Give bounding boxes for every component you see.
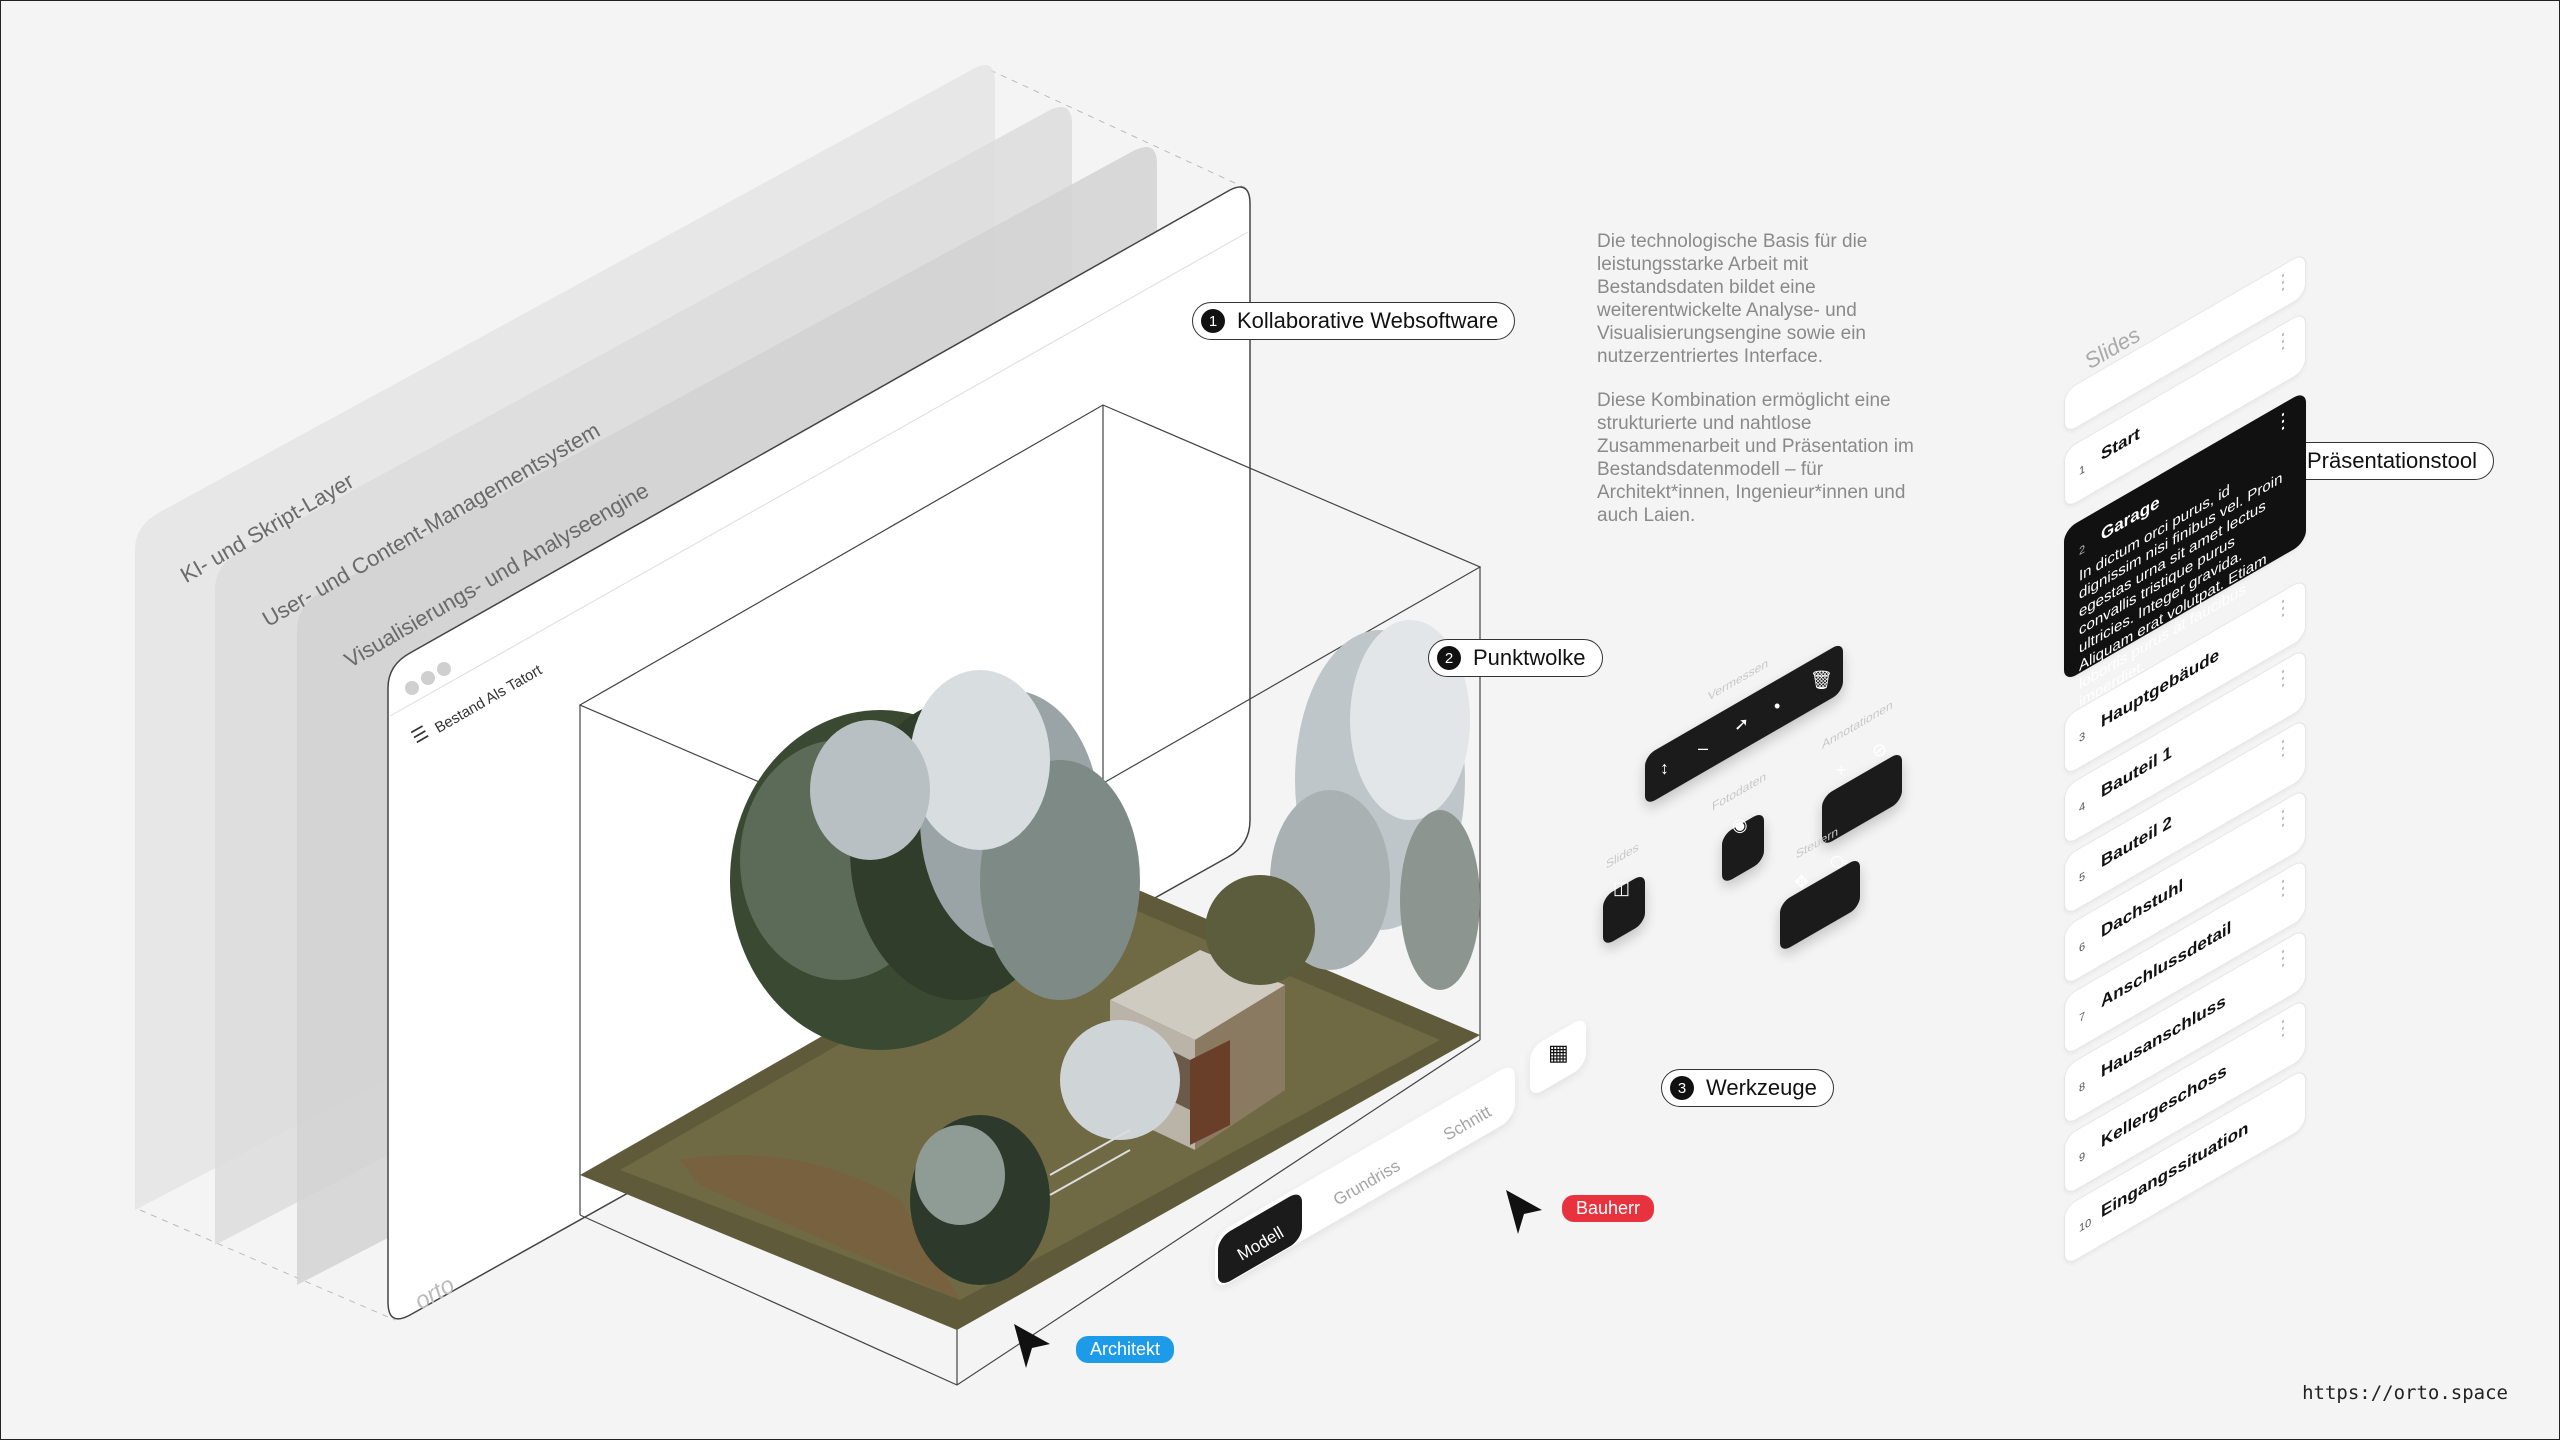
slide-menu-icon[interactable]: ⋮	[2273, 801, 2293, 836]
slide-menu-icon[interactable]: ⋮	[2273, 404, 2293, 439]
cursor-bauherr-icon	[1506, 1190, 1542, 1234]
footer-url[interactable]: https://orto.space	[2302, 1382, 2508, 1404]
callout-3: 3 Werkzeuge	[1661, 1069, 1834, 1107]
measure-line-icon[interactable]: –	[1698, 738, 1709, 758]
slide-menu-icon[interactable]: ⋮	[2273, 265, 2293, 300]
move-icon[interactable]: ✥	[1794, 872, 1810, 892]
hide-annotation-icon[interactable]: ⊘	[1872, 740, 1888, 760]
callout-2: 2 Punktwolke	[1428, 639, 1603, 677]
slide-menu-icon[interactable]: ⋮	[2273, 1011, 2293, 1046]
description-p1: Die technologische Basis für die leistun…	[1597, 231, 1868, 367]
measure-diagonal-icon[interactable]: ➚	[1734, 714, 1750, 734]
slides-icon[interactable]: ◫	[1613, 878, 1631, 898]
callout-1: 1 Kollaborative Websoftware	[1192, 302, 1516, 340]
slide-menu-icon[interactable]: ⋮	[2273, 941, 2293, 976]
slide-menu-icon[interactable]: ⋮	[2273, 324, 2293, 359]
trash-icon[interactable]: 🗑	[1810, 670, 1833, 690]
ruler-icon[interactable]: ↕	[1660, 758, 1669, 778]
cursor-architekt-tag: Architekt	[1076, 1336, 1175, 1363]
slide-menu-icon[interactable]: ⋮	[2273, 871, 2293, 906]
cursor-architekt-icon	[1014, 1324, 1050, 1368]
slide-menu-icon[interactable]: ⋮	[2273, 591, 2293, 626]
slide-menu-icon[interactable]: ⋮	[2273, 731, 2293, 766]
description-p2: Diese Kombination ermöglicht eine strukt…	[1597, 390, 1914, 526]
slide-menu-icon[interactable]: ⋮	[2273, 661, 2293, 696]
point-icon[interactable]: •	[1774, 696, 1781, 716]
point-cloud-trees	[730, 620, 1480, 1285]
grid-icon: ▦	[1548, 1040, 1569, 1065]
add-annotation-icon[interactable]: +	[1836, 760, 1847, 780]
cursor-bauherr-tag: Bauherr	[1562, 1195, 1655, 1222]
camera-icon[interactable]: ◉	[1732, 815, 1748, 835]
cube-icon[interactable]: ⧂	[1830, 852, 1848, 872]
